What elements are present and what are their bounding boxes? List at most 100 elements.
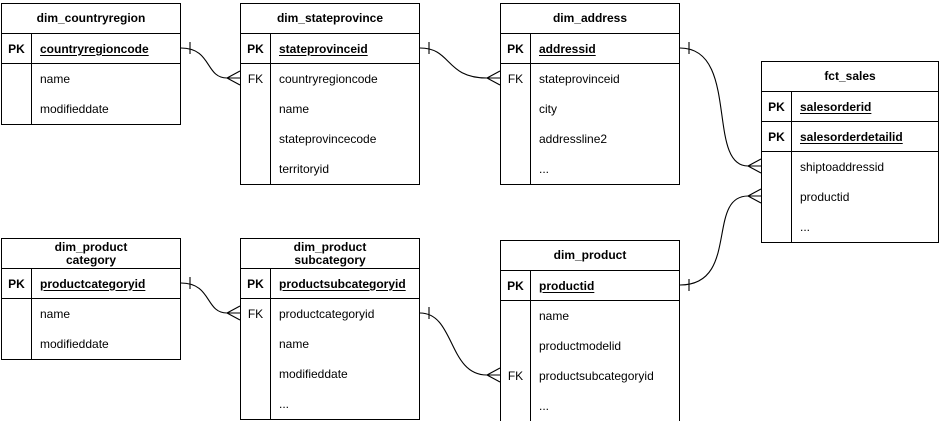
- attribute-row[interactable]: stateprovincecode: [241, 124, 419, 154]
- primary-key-row[interactable]: PK salesorderid: [762, 92, 938, 122]
- attribute-name: productid: [800, 190, 850, 204]
- attribute-name: ...: [800, 220, 811, 234]
- attribute-name: shiptoaddressid: [800, 160, 885, 174]
- relationship-line[interactable]: [180, 47, 228, 79]
- primary-key-row[interactable]: PK salesorderdetailid: [762, 122, 938, 152]
- relationship-address-sales[interactable]: [679, 42, 762, 174]
- attribute-name: modifieddate: [40, 337, 109, 351]
- key-label: FK: [501, 361, 531, 391]
- relationship-stateprovince-address[interactable]: [419, 42, 501, 86]
- attribute-name: productid: [539, 278, 595, 293]
- attribute-row[interactable]: FK stateprovinceid: [501, 64, 679, 94]
- attribute-row[interactable]: name: [2, 64, 180, 94]
- attribute-name: territoryid: [279, 162, 330, 176]
- attribute-row[interactable]: ...: [501, 154, 679, 184]
- entity-title: dim_product: [501, 241, 679, 271]
- key-label: [241, 154, 271, 184]
- key-label: FK: [241, 64, 271, 94]
- relationship-category-subcategory[interactable]: [180, 277, 241, 321]
- key-label: [2, 64, 32, 94]
- attribute-row[interactable]: modifieddate: [241, 359, 419, 389]
- cardinality-many-crowsfoot: [747, 158, 762, 174]
- attribute-row[interactable]: name: [241, 94, 419, 124]
- key-label: [501, 154, 531, 184]
- key-label: [2, 329, 32, 359]
- attribute-name: productsubcategoryid: [279, 276, 406, 291]
- relationship-countryregion-stateprovince[interactable]: [180, 42, 241, 86]
- attribute-row[interactable]: name: [501, 301, 679, 331]
- cardinality-many-crowsfoot: [747, 188, 762, 204]
- entity-title: dim_product subcategory: [241, 239, 419, 269]
- key-label: [501, 391, 531, 421]
- relationship-line[interactable]: [419, 47, 488, 79]
- attribute-name: ...: [539, 162, 550, 176]
- attribute-name: stateprovinceid: [279, 41, 368, 56]
- cardinality-many-crowsfoot: [226, 305, 241, 321]
- key-label: PK: [2, 269, 32, 298]
- key-label: [2, 94, 32, 124]
- entity-title: dim_stateprovince: [241, 4, 419, 34]
- key-label: PK: [762, 92, 792, 121]
- attribute-row[interactable]: modifieddate: [2, 329, 180, 359]
- attribute-row[interactable]: name: [241, 329, 419, 359]
- attribute-name: addressid: [539, 41, 596, 56]
- entity-title: dim_product category: [2, 239, 180, 269]
- key-label: [241, 329, 271, 359]
- attribute-row[interactable]: city: [501, 94, 679, 124]
- attribute-name: productcategoryid: [279, 307, 375, 321]
- key-label: [241, 389, 271, 419]
- attribute-name: addressline2: [539, 132, 608, 146]
- attribute-name: salesorderdetailid: [800, 129, 903, 144]
- attribute-row[interactable]: shiptoaddressid: [762, 152, 938, 182]
- primary-key-row[interactable]: PK addressid: [501, 34, 679, 64]
- entity-title: dim_address: [501, 4, 679, 34]
- key-label: PK: [501, 34, 531, 63]
- attribute-name: city: [539, 102, 557, 116]
- attribute-name: productsubcategoryid: [539, 369, 654, 383]
- relationship-line[interactable]: [180, 282, 228, 314]
- key-label: [501, 301, 531, 331]
- key-label: [501, 124, 531, 154]
- key-label: FK: [501, 64, 531, 94]
- relationship-product-sales[interactable]: [679, 188, 762, 291]
- attribute-row[interactable]: FK productsubcategoryid: [501, 361, 679, 391]
- attribute-name: name: [40, 72, 71, 86]
- relationship-subcategory-product[interactable]: [419, 307, 501, 383]
- key-label: PK: [762, 122, 792, 151]
- key-label: [762, 182, 792, 212]
- relationship-line[interactable]: [419, 312, 488, 376]
- relationship-line[interactable]: [679, 195, 749, 286]
- attribute-row[interactable]: ...: [241, 389, 419, 419]
- relationship-line[interactable]: [679, 47, 749, 167]
- attribute-row[interactable]: addressline2: [501, 124, 679, 154]
- attribute-name: salesorderid: [800, 99, 872, 114]
- attribute-row[interactable]: ...: [762, 212, 938, 242]
- attribute-name: stateprovinceid: [539, 72, 620, 86]
- attribute-row[interactable]: modifieddate: [2, 94, 180, 124]
- key-label: [762, 152, 792, 182]
- attribute-name: name: [539, 309, 570, 323]
- attribute-row[interactable]: territoryid: [241, 154, 419, 184]
- cardinality-many-crowsfoot: [486, 367, 501, 383]
- attribute-name: productmodelid: [539, 339, 622, 353]
- attribute-row[interactable]: ...: [501, 391, 679, 421]
- attribute-row[interactable]: name: [2, 299, 180, 329]
- attribute-row[interactable]: productid: [762, 182, 938, 212]
- attribute-row[interactable]: productmodelid: [501, 331, 679, 361]
